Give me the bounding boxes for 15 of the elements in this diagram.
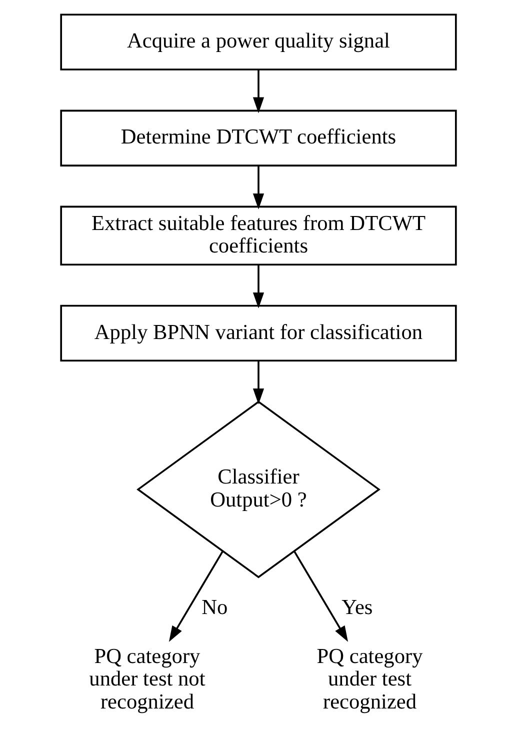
node-box: Determine DTCWT coefficients bbox=[60, 110, 457, 166]
arrow bbox=[252, 265, 264, 308]
arrow bbox=[252, 360, 264, 404]
node-box: Apply BPNN variant for classification bbox=[60, 304, 457, 362]
arrow bbox=[168, 550, 224, 642]
node-box: Acquire a power quality signal bbox=[60, 14, 457, 70]
node-box: Extract suitable features from DTCWT coefficients bbox=[60, 206, 457, 266]
node-text: PQ category under test not recognized bbox=[89, 644, 206, 714]
arrow bbox=[294, 550, 348, 642]
edge-label: No bbox=[202, 594, 228, 619]
arrow bbox=[252, 166, 264, 210]
arrow bbox=[252, 70, 264, 114]
node-diamond: Classifier Output>0 ? bbox=[136, 400, 380, 578]
edge-label: Yes bbox=[342, 594, 373, 619]
node-text: PQ category under test recognized bbox=[316, 644, 423, 714]
